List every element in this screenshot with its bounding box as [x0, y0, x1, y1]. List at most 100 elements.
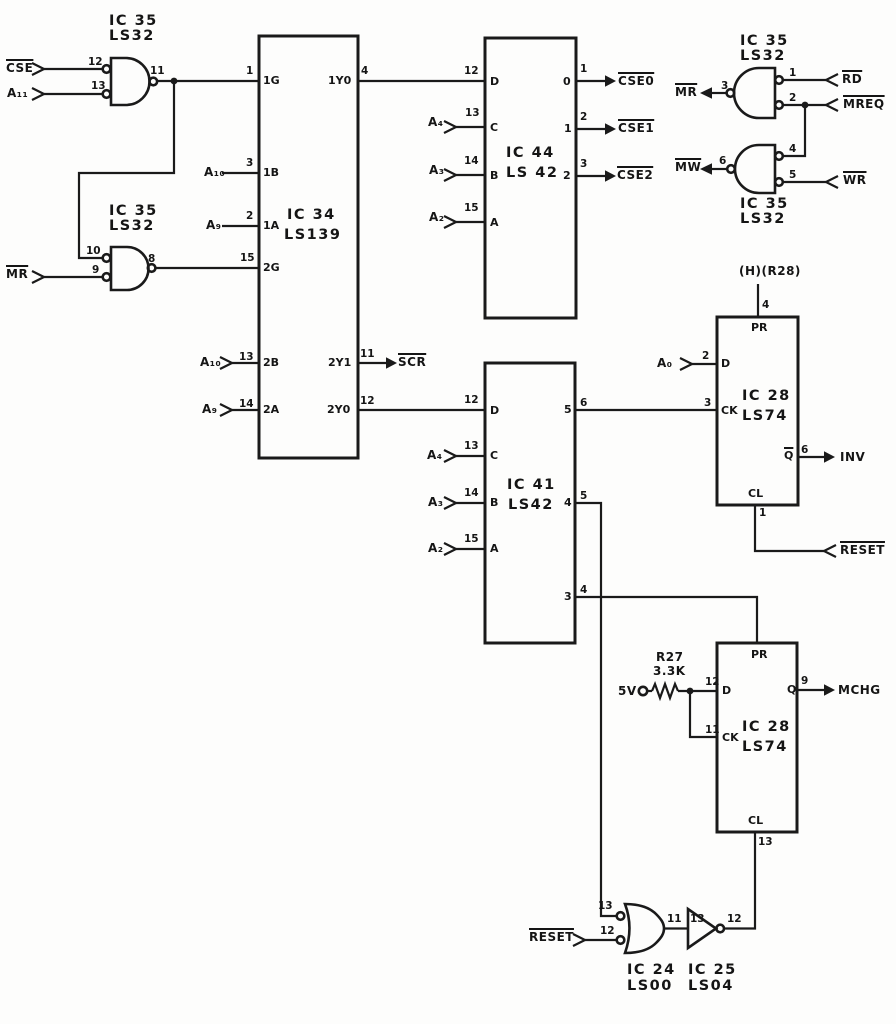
- ic34-port-2a: 2A: [263, 403, 280, 416]
- signal-cse1: CSE1: [618, 121, 655, 135]
- ic34-pin-2a: 14: [239, 398, 254, 410]
- ff2-port-ck: CK: [722, 731, 739, 744]
- ff1-port-qbar: Q: [784, 449, 794, 462]
- ic44-pin-b: 14: [464, 155, 479, 167]
- ic34-port-1b: 1B: [263, 166, 280, 179]
- inv1-pin-out: 12: [727, 913, 742, 925]
- or4-part: LS32: [740, 211, 786, 227]
- or2-pin-out: 8: [148, 253, 156, 265]
- ic34-port-2y0: 2Y0: [327, 403, 351, 416]
- ic44-port-o2: 2: [563, 169, 571, 182]
- r27-resistor: [650, 680, 680, 702]
- ic34-port-2y1: 2Y1: [328, 356, 352, 369]
- signal-cse: CSE: [6, 61, 34, 75]
- wire-ic41-o3-to-pr2: [575, 595, 759, 643]
- r27-ref: R27: [656, 650, 684, 664]
- or2-pin-in2: 9: [92, 264, 100, 276]
- signal-a0: A₀: [657, 356, 673, 370]
- inv1-pin-in: 13: [690, 913, 705, 925]
- ff2-part: LS74: [742, 739, 788, 755]
- ic34-pin-2y1: 11: [360, 348, 375, 360]
- ff2-port-d: D: [722, 684, 732, 697]
- ic34-port-1g: 1G: [263, 74, 280, 87]
- ic34-port-2b: 2B: [263, 356, 280, 369]
- input-chevrons: [31, 62, 839, 947]
- ff2-pin-ck: 11: [705, 724, 720, 736]
- ic34-pin-1g: 1: [246, 65, 254, 77]
- signal-5v: 5V: [618, 684, 637, 698]
- wire-d2-to-ck2: [688, 691, 717, 739]
- wire-ic41-o4-to-nand1: [575, 501, 617, 918]
- or1-pin-out: 11: [150, 65, 165, 77]
- 5v-terminal: [637, 685, 649, 697]
- or4-gate-body: [733, 143, 777, 195]
- ic44-pin-c: 13: [465, 107, 480, 119]
- ic41-port-a: A: [490, 542, 499, 555]
- nand1-pin-in1: 13: [598, 900, 613, 912]
- or1-part: LS32: [109, 28, 155, 44]
- or4-pin-in2: 5: [789, 169, 797, 181]
- ff1-pin-ck: 3: [704, 397, 712, 409]
- signal-cse2: CSE2: [617, 168, 654, 182]
- signal-a3-ic41: A₃: [428, 495, 444, 509]
- ff2-pin-q: 9: [801, 675, 809, 687]
- ic41-ref: IC 41: [507, 477, 556, 493]
- signal-a4-ic44: A₄: [428, 115, 444, 129]
- ic41-pin-o3: 4: [580, 584, 588, 596]
- or1-pin-in2: 13: [91, 80, 106, 92]
- wire-cl1-to-reset: [753, 505, 824, 553]
- ic41-port-o3: 3: [564, 590, 572, 603]
- signal-hr28: (H)(R28): [739, 264, 801, 278]
- ff1-pin-d: 2: [702, 350, 710, 362]
- signal-a4-ic41: A₄: [427, 448, 443, 462]
- ic34-pin-1y0: 4: [361, 65, 369, 77]
- or2-part: LS32: [109, 218, 155, 234]
- ic41-pin-o4: 5: [580, 490, 588, 502]
- inv1-part: LS04: [688, 978, 734, 994]
- junction-dots: [170, 77, 809, 695]
- wire-cl2-to-inv1: [724, 832, 757, 930]
- ic44-port-d: D: [490, 75, 500, 88]
- or3-part: LS32: [740, 48, 786, 64]
- ic44-pin-d: 12: [464, 65, 479, 77]
- or3-pin-in1: 1: [789, 67, 797, 79]
- ff2-port-q: Q: [787, 683, 797, 696]
- ff1-pin-cl: 1: [759, 507, 767, 519]
- nand1-gate-body: [623, 902, 666, 955]
- signal-mw: MW: [675, 160, 702, 174]
- ic34-pin-1b: 3: [246, 157, 254, 169]
- ff2-port-pr: PR: [751, 648, 768, 661]
- ic44-port-a: A: [490, 216, 499, 229]
- ic44-block: [483, 36, 578, 320]
- or3-pin-out: 3: [721, 80, 729, 92]
- signal-a10-1b: A₁₀: [204, 165, 226, 179]
- ff1-pin-pr: 4: [762, 299, 770, 311]
- signal-a3-ic44: A₃: [429, 163, 445, 177]
- ic34-block: [257, 34, 360, 460]
- or2-gate-body: [109, 245, 150, 292]
- ic44-port-b: B: [490, 169, 499, 182]
- signal-wr: WR: [843, 173, 867, 187]
- signal-mchg: MCHG: [838, 683, 881, 697]
- ic44-pin-o2: 3: [580, 158, 588, 170]
- signal-reset-bottom: RESET: [529, 930, 574, 944]
- ic44-ref: IC 44: [506, 145, 555, 161]
- wires: [44, 67, 826, 942]
- ff1-port-pr: PR: [751, 321, 768, 334]
- signal-a10-2b: A₁₀: [200, 355, 222, 369]
- ic41-port-b: B: [490, 496, 499, 509]
- or3-ref: IC 35: [740, 33, 789, 49]
- ff1-port-d: D: [721, 357, 731, 370]
- ic44-port-o1: 1: [564, 122, 572, 135]
- signal-mr-out: MR: [675, 85, 698, 99]
- ff1-pin-q: 6: [801, 444, 809, 456]
- ic41-pin-o5: 6: [580, 397, 588, 409]
- nand1-pin-out: 11: [667, 913, 682, 925]
- ic44-port-o0: 0: [563, 75, 571, 88]
- signal-scr: SCR: [398, 355, 427, 369]
- signal-mreq: MREQ: [843, 97, 885, 111]
- ff2-ref: IC 28: [742, 719, 791, 735]
- or1-pin-in1: 12: [88, 56, 103, 68]
- signal-cse0: CSE0: [618, 74, 655, 88]
